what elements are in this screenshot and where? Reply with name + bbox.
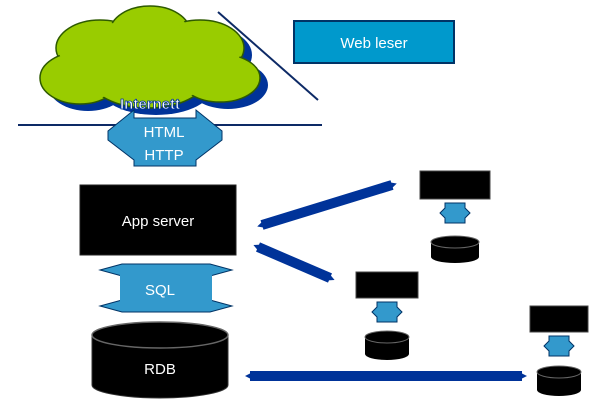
http-arrow: HTML HTTP — [107, 108, 223, 167]
client-workstation-1 — [419, 170, 491, 263]
database-cylinder: RDB — [91, 321, 229, 399]
sql-label: SQL — [145, 282, 175, 299]
arrow-appserver-client2 — [253, 242, 335, 283]
monitor-icon — [419, 170, 491, 200]
protocol-label-html: HTML — [144, 124, 185, 141]
arrow-appserver-client1 — [257, 180, 397, 230]
disk-icon — [364, 330, 410, 344]
client-workstation-3 — [529, 305, 589, 396]
disk-icon — [536, 365, 582, 379]
monitor-icon — [529, 305, 589, 333]
client-workstation-2 — [355, 271, 419, 360]
app-server-box: App server — [79, 184, 237, 256]
internet-cloud: Internett — [39, 5, 268, 115]
browser-label: Web leser — [340, 35, 407, 52]
disk-icon — [430, 235, 480, 249]
diagonal-separator-line — [217, 11, 319, 101]
monitor-icon — [355, 271, 419, 299]
database-label: RDB — [144, 361, 176, 378]
connection-arrows — [245, 180, 527, 381]
protocol-label-http: HTTP — [144, 147, 183, 164]
web-browser-box: Web leser — [293, 20, 455, 64]
app-server-label: App server — [122, 213, 195, 230]
sql-arrow: SQL — [98, 263, 234, 313]
cloud-label: Internett — [120, 96, 180, 113]
